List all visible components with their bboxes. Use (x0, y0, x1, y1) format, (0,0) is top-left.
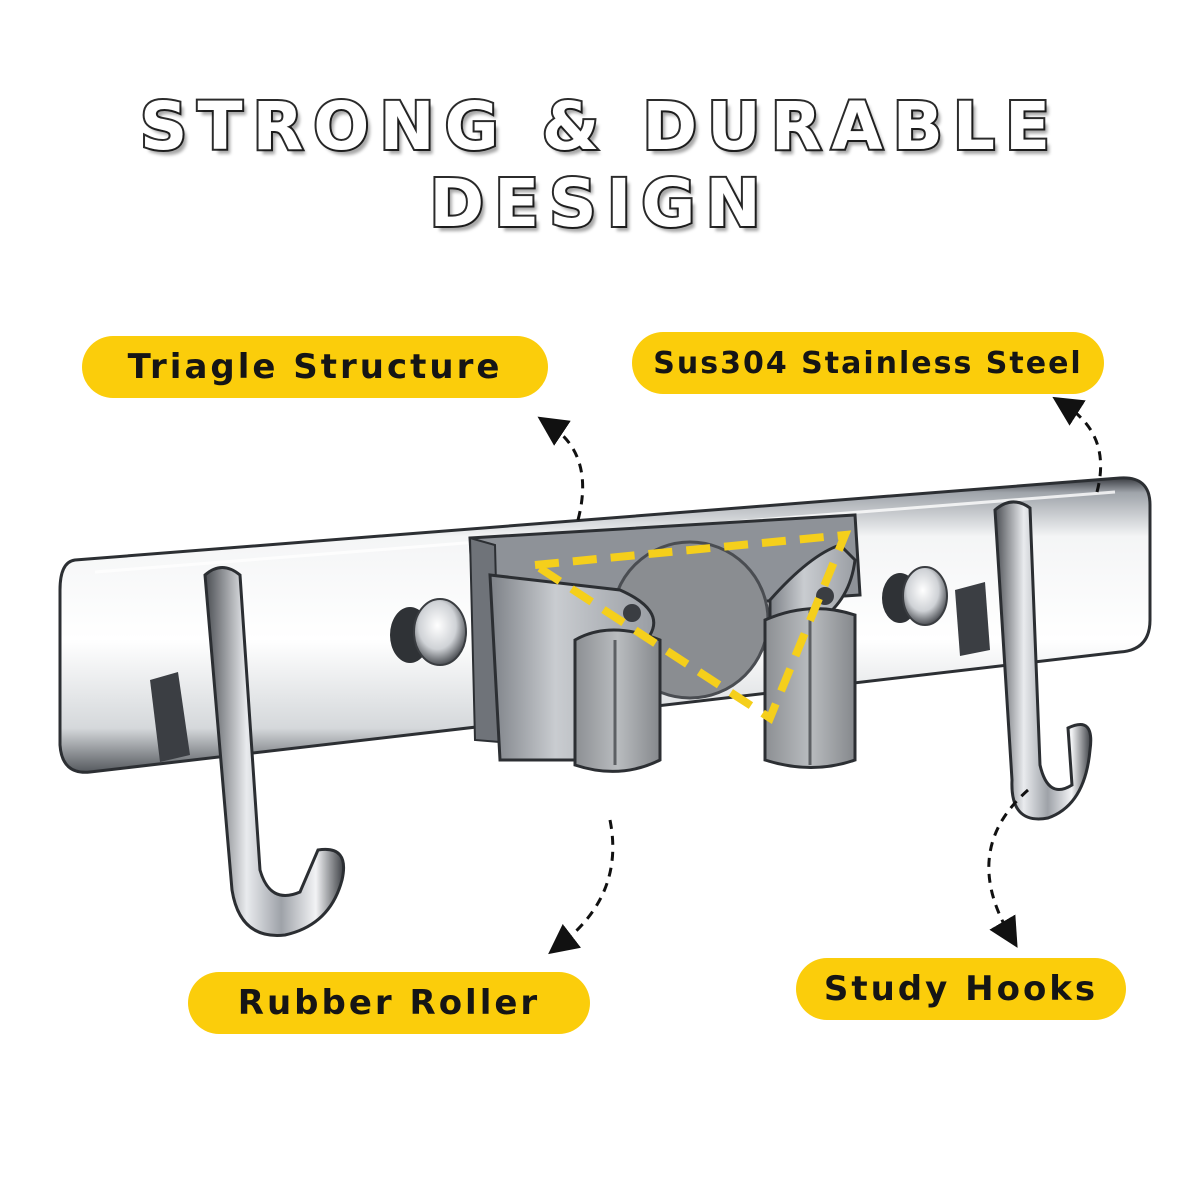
right-hook (955, 500, 1093, 821)
label-stainless-steel: Sus304 Stainless Steel (632, 332, 1104, 394)
label-text: Study Hooks (823, 969, 1099, 1009)
dashed-arrow-icon (548, 819, 615, 955)
label-study-hooks: Study Hooks (796, 958, 1126, 1020)
dashed-arrow-icon (987, 788, 1029, 948)
label-text: Triagle Structure (127, 347, 503, 387)
right-knob (882, 566, 948, 626)
left-hook (150, 566, 345, 937)
triangle-dashed-outline (523, 530, 852, 724)
label-text: Sus304 Stainless Steel (653, 345, 1083, 381)
left-knob (390, 598, 467, 666)
dashed-arrow-icon (1052, 396, 1103, 493)
dashed-arrow-icon (537, 416, 585, 521)
mop-clamp (468, 513, 862, 773)
headline: STRONG & DURABLE DESIGN (138, 86, 1061, 244)
label-rubber-roller: Rubber Roller (188, 972, 590, 1034)
label-triangle-structure: Triagle Structure (82, 336, 548, 398)
label-text: Rubber Roller (237, 983, 541, 1023)
